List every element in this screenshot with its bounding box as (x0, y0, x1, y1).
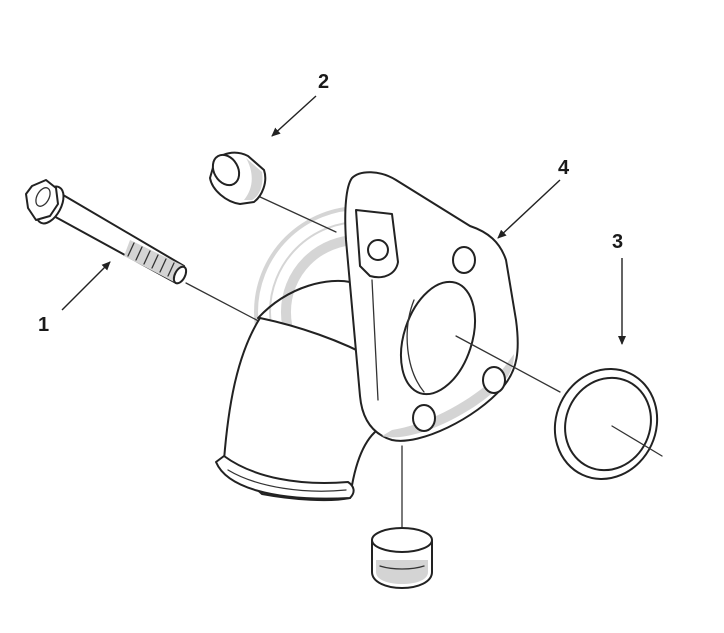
leader-1 (61, 261, 111, 311)
seal-ring-part-3 (553, 368, 663, 480)
callout-leaders (61, 95, 626, 345)
plug-part-2 (209, 151, 337, 233)
leader-2 (271, 95, 317, 137)
callout-label-3: 3 (612, 231, 624, 253)
bolt-part-1 (25, 179, 269, 327)
callout-label-2: 2 (318, 71, 330, 93)
housing-part-4 (215, 171, 561, 502)
plug-lower (371, 445, 433, 589)
callout-label-1: 1 (38, 314, 50, 336)
leader-4 (497, 179, 561, 239)
callout-label-4: 4 (558, 157, 570, 179)
